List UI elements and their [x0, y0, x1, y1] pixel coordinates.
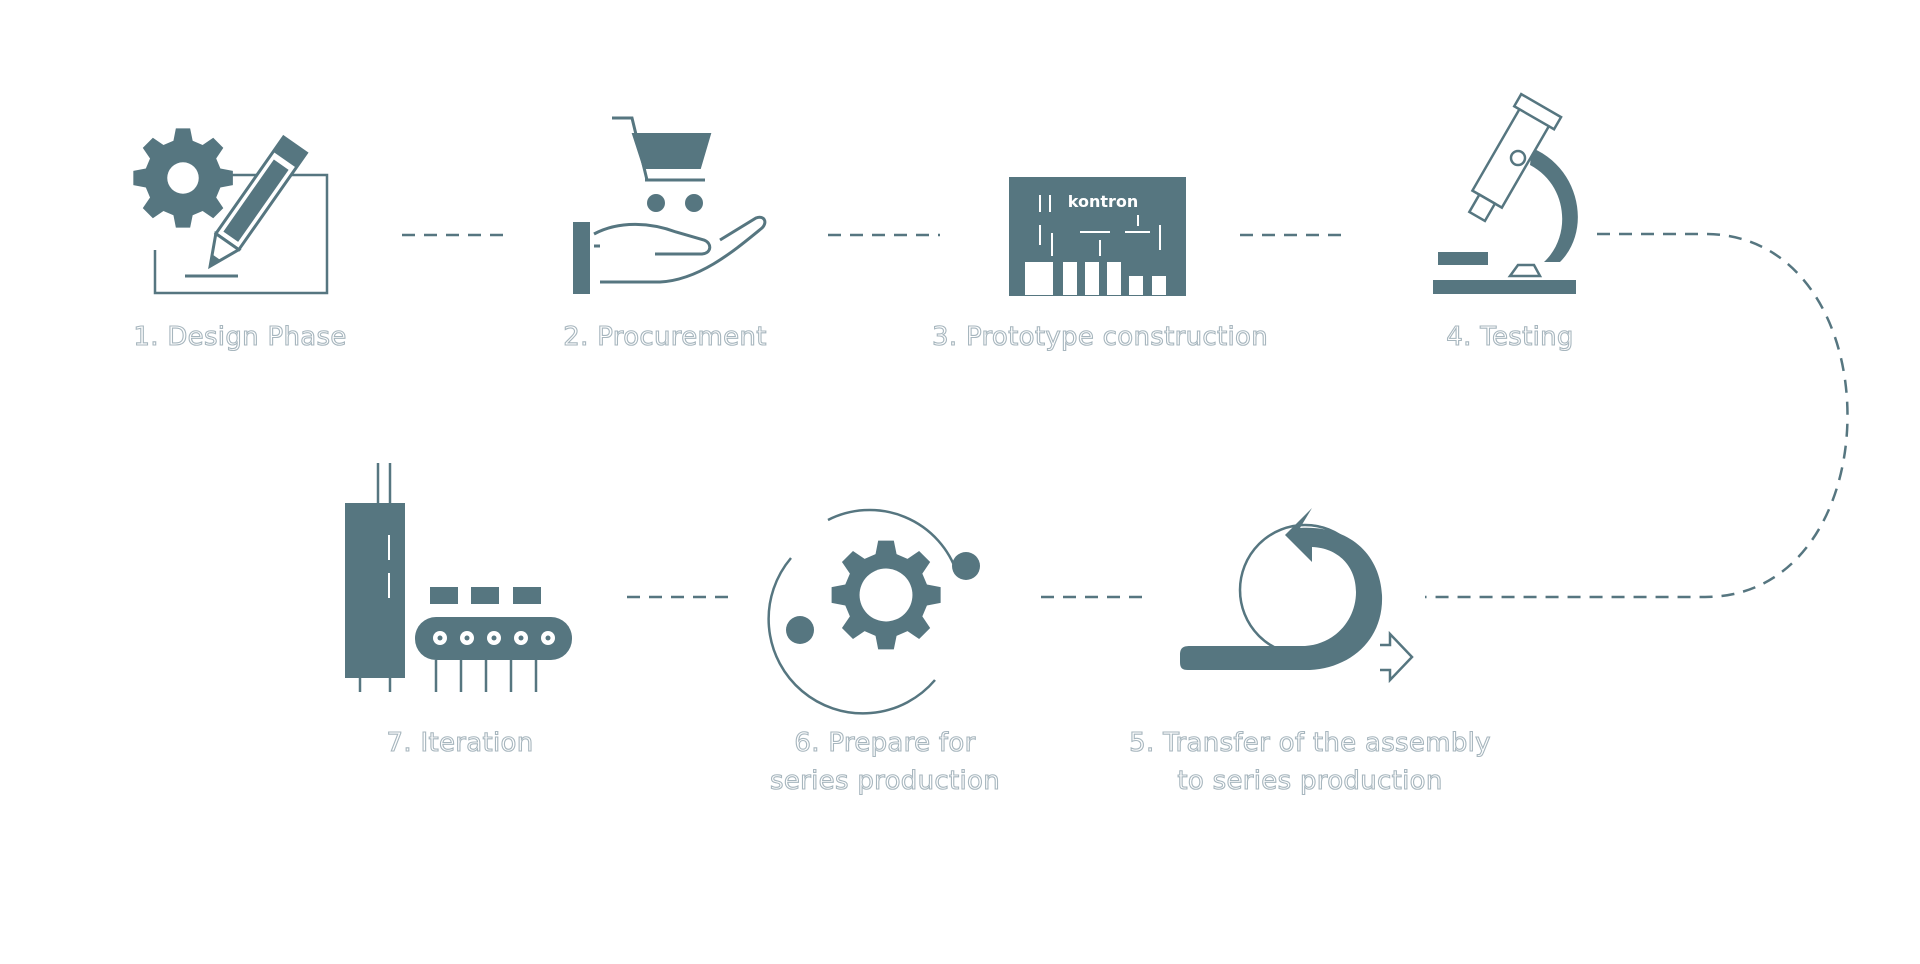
conveyor-production-icon: [345, 463, 572, 692]
step-5-label-line-2: to series production: [1177, 765, 1443, 796]
connector-4-5: [1425, 232, 1849, 599]
microscope-icon: [1433, 92, 1578, 294]
step-6-label-line-1: 6. Prepare for: [794, 727, 976, 758]
step-6-label-line-2: series production: [769, 765, 1000, 796]
step-4-label: 4. Testing: [1446, 321, 1574, 352]
gear-orbit-icon: [767, 508, 980, 715]
step-5-label-line-1: 5. Transfer of the assembly: [1129, 727, 1492, 758]
connectors: [402, 232, 1849, 599]
board-brand-text: kontron: [1068, 192, 1139, 211]
circuit-board-icon: kontron: [1009, 177, 1186, 296]
step-1-label: 1. Design Phase: [133, 321, 347, 352]
step-5-label: 5. Transfer of the assembly to series pr…: [1100, 724, 1520, 800]
step-6-label: 6. Prepare for series production: [740, 724, 1030, 800]
gear-pencil-icon: [133, 128, 329, 295]
hand-cart-icon: [573, 116, 767, 294]
step-3-label: 3. Prototype construction: [931, 321, 1268, 352]
step-7-label: 7. Iteration: [386, 727, 534, 758]
step-2-label: 2. Procurement: [563, 321, 767, 352]
circular-arrow-icon: [1180, 508, 1414, 684]
